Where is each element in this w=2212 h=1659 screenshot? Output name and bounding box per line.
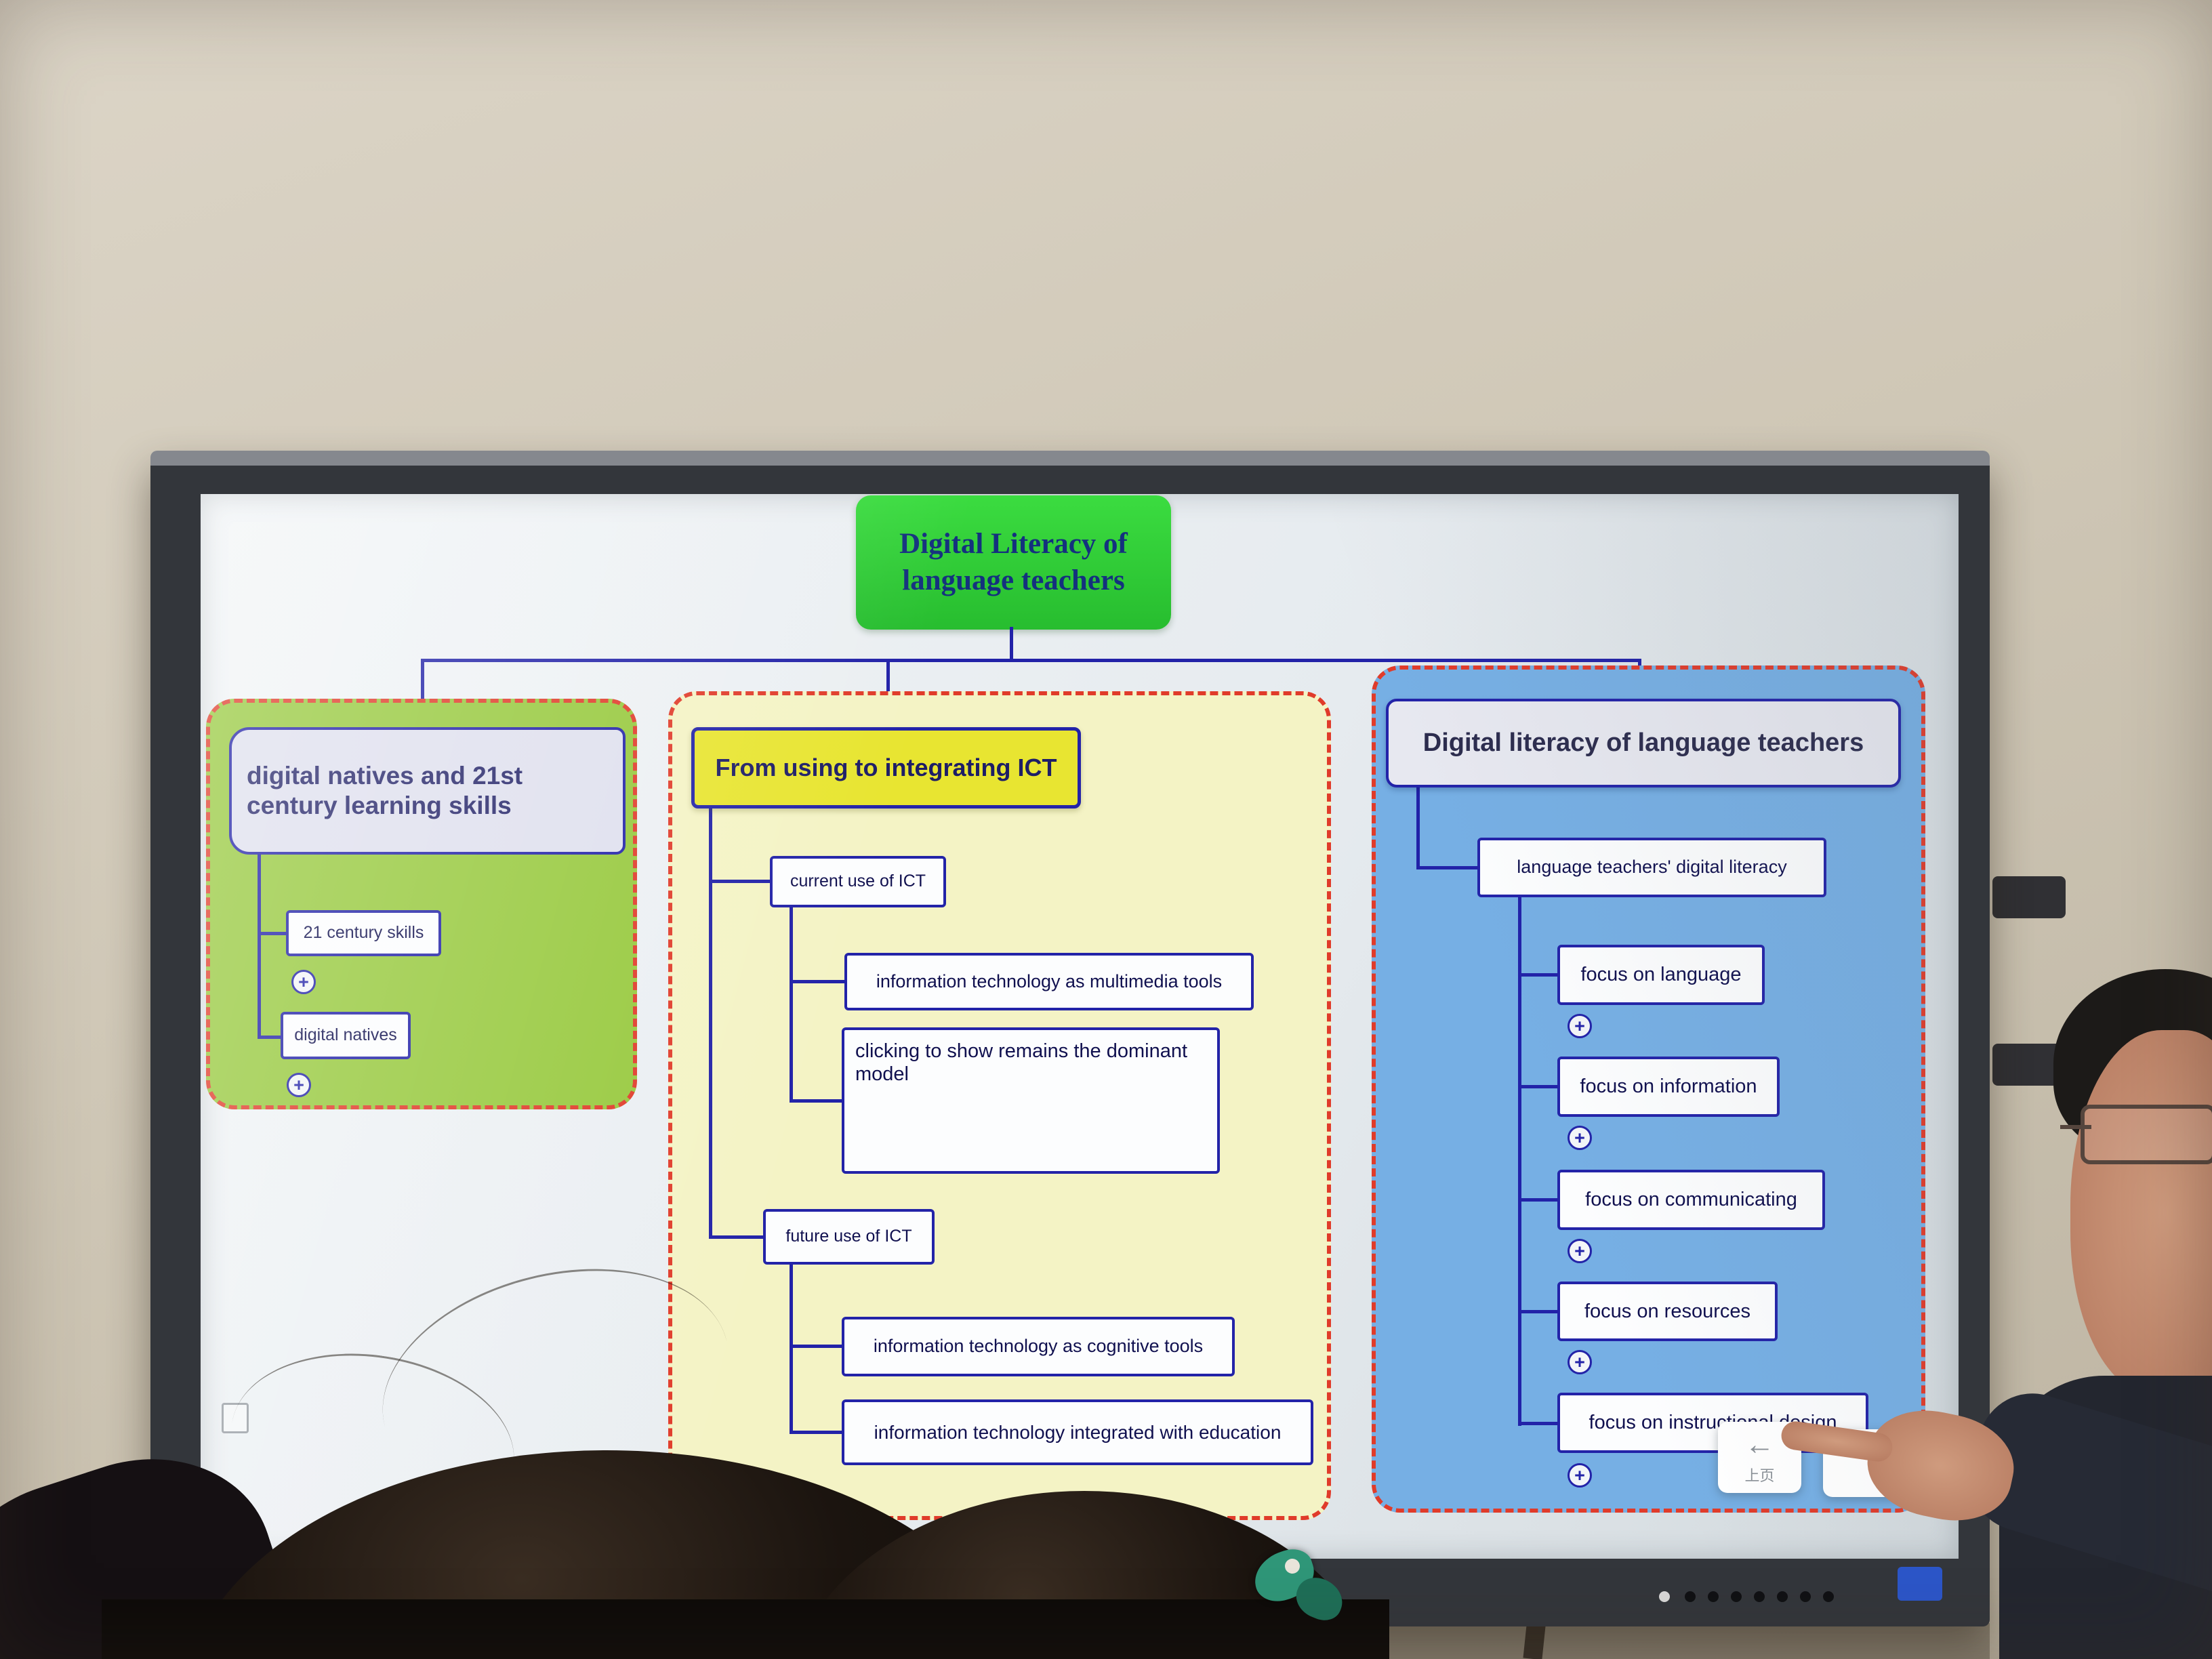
speaker-dot bbox=[1800, 1591, 1811, 1602]
connector-line bbox=[421, 659, 1641, 662]
mindmap-node[interactable]: current use of ICT bbox=[770, 856, 946, 907]
connector-line bbox=[421, 659, 424, 702]
connector-line bbox=[258, 932, 287, 935]
node-label: focus on communicating bbox=[1585, 1189, 1797, 1211]
connector-line bbox=[790, 1265, 793, 1434]
right-branch-header[interactable]: Digital literacy of language teachers bbox=[1386, 699, 1901, 787]
connector-line bbox=[886, 659, 890, 695]
expand-button[interactable]: + bbox=[1568, 1014, 1592, 1038]
node-label: clicking to show remains the dominant mo… bbox=[855, 1040, 1188, 1086]
connector-line bbox=[790, 1345, 843, 1348]
speaker-dot bbox=[1777, 1591, 1788, 1602]
connector-line bbox=[1518, 897, 1521, 1426]
mindmap-node[interactable]: digital natives bbox=[281, 1012, 411, 1059]
connector-line bbox=[790, 907, 793, 1103]
expand-button[interactable]: + bbox=[1568, 1463, 1592, 1488]
connector-line bbox=[709, 808, 712, 1238]
node-label: digital natives bbox=[294, 1025, 397, 1045]
mindmap-node[interactable]: information technology as multimedia too… bbox=[844, 953, 1254, 1010]
connector-line bbox=[709, 1235, 764, 1239]
back-arrow-icon: ← bbox=[1744, 1427, 1775, 1461]
connector-line bbox=[790, 1099, 843, 1103]
node-label: information technology as cognitive tool… bbox=[873, 1336, 1204, 1357]
speaker-dot bbox=[1708, 1591, 1719, 1602]
left-branch-header-label: digital natives and 21st century learnin… bbox=[247, 762, 523, 819]
mindmap-node[interactable]: future use of ICT bbox=[763, 1209, 935, 1265]
speaker-dot bbox=[1823, 1591, 1834, 1602]
connector-line bbox=[790, 1431, 843, 1434]
speaker-dot bbox=[1731, 1591, 1742, 1602]
connector-line bbox=[1416, 787, 1420, 869]
expand-button[interactable]: + bbox=[291, 970, 316, 994]
power-indicator-light bbox=[1659, 1591, 1670, 1602]
speaker-dot bbox=[1754, 1591, 1765, 1602]
mindmap-node[interactable]: focus on communicating bbox=[1557, 1170, 1825, 1230]
node-label: information technology integrated with e… bbox=[874, 1421, 1282, 1443]
node-label: language teachers' digital literacy bbox=[1517, 857, 1787, 878]
presenter-face bbox=[2070, 1030, 2212, 1396]
cable bbox=[1523, 1624, 1546, 1659]
root-label-line2: language teachers bbox=[902, 565, 1125, 596]
mindmap-node[interactable]: information technology integrated with e… bbox=[842, 1399, 1313, 1465]
node-label: future use of ICT bbox=[785, 1227, 912, 1246]
expand-button[interactable]: + bbox=[287, 1073, 311, 1097]
node-label: focus on resources bbox=[1584, 1300, 1750, 1322]
connector-line bbox=[1010, 627, 1013, 660]
connector-line bbox=[258, 1036, 282, 1039]
tv-logo bbox=[1898, 1567, 1942, 1601]
connector-line bbox=[1518, 1310, 1559, 1313]
wall-mount-hook bbox=[1992, 876, 2066, 918]
connector-line bbox=[790, 980, 846, 983]
right-branch-header-label: Digital literacy of language teachers bbox=[1422, 729, 1864, 758]
hairclip-pearl bbox=[1285, 1559, 1300, 1574]
expand-button[interactable]: + bbox=[1568, 1239, 1592, 1263]
connector-line bbox=[258, 855, 261, 1038]
connector-line bbox=[1416, 866, 1479, 869]
mindmap-node[interactable]: focus on language bbox=[1557, 945, 1765, 1005]
left-branch-header[interactable]: digital natives and 21st century learnin… bbox=[229, 727, 626, 855]
expand-button[interactable]: + bbox=[1568, 1126, 1592, 1150]
connector-line bbox=[709, 880, 771, 883]
connector-line bbox=[1518, 1422, 1559, 1425]
root-label-line1: Digital Literacy of bbox=[899, 528, 1128, 560]
audience-hair-fill bbox=[102, 1599, 1389, 1659]
mindmap-node[interactable]: information technology as cognitive tool… bbox=[842, 1317, 1235, 1376]
mindmap-node[interactable]: focus on information bbox=[1557, 1057, 1780, 1117]
corner-icon bbox=[222, 1403, 249, 1433]
node-label: focus on information bbox=[1580, 1076, 1757, 1098]
node-label: information technology as multimedia too… bbox=[876, 970, 1223, 991]
presenter-glasses-temple bbox=[2060, 1125, 2091, 1129]
connector-line bbox=[1518, 973, 1559, 977]
middle-branch-header-label: From using to integrating ICT bbox=[715, 753, 1057, 781]
mindmap-node[interactable]: clicking to show remains the dominant mo… bbox=[842, 1027, 1220, 1174]
mindmap-node[interactable]: language teachers' digital literacy bbox=[1477, 838, 1826, 897]
mindmap-node[interactable]: focus on resources bbox=[1557, 1282, 1778, 1341]
node-label: current use of ICT bbox=[790, 872, 926, 891]
speaker-dot bbox=[1685, 1591, 1696, 1602]
presenter-glasses bbox=[2081, 1105, 2212, 1164]
middle-branch-header[interactable]: From using to integrating ICT bbox=[691, 727, 1081, 808]
expand-button[interactable]: + bbox=[1568, 1350, 1592, 1374]
connector-line bbox=[1518, 1198, 1559, 1202]
mindmap-node[interactable]: 21 century skills bbox=[286, 910, 441, 956]
mindmap-root-node[interactable]: Digital Literacy of language teachers bbox=[856, 495, 1171, 630]
node-label: 21 century skills bbox=[303, 923, 424, 943]
back-button-label: 上页 bbox=[1744, 1467, 1775, 1484]
node-label: focus on language bbox=[1580, 964, 1742, 986]
connector-line bbox=[1518, 1085, 1559, 1088]
